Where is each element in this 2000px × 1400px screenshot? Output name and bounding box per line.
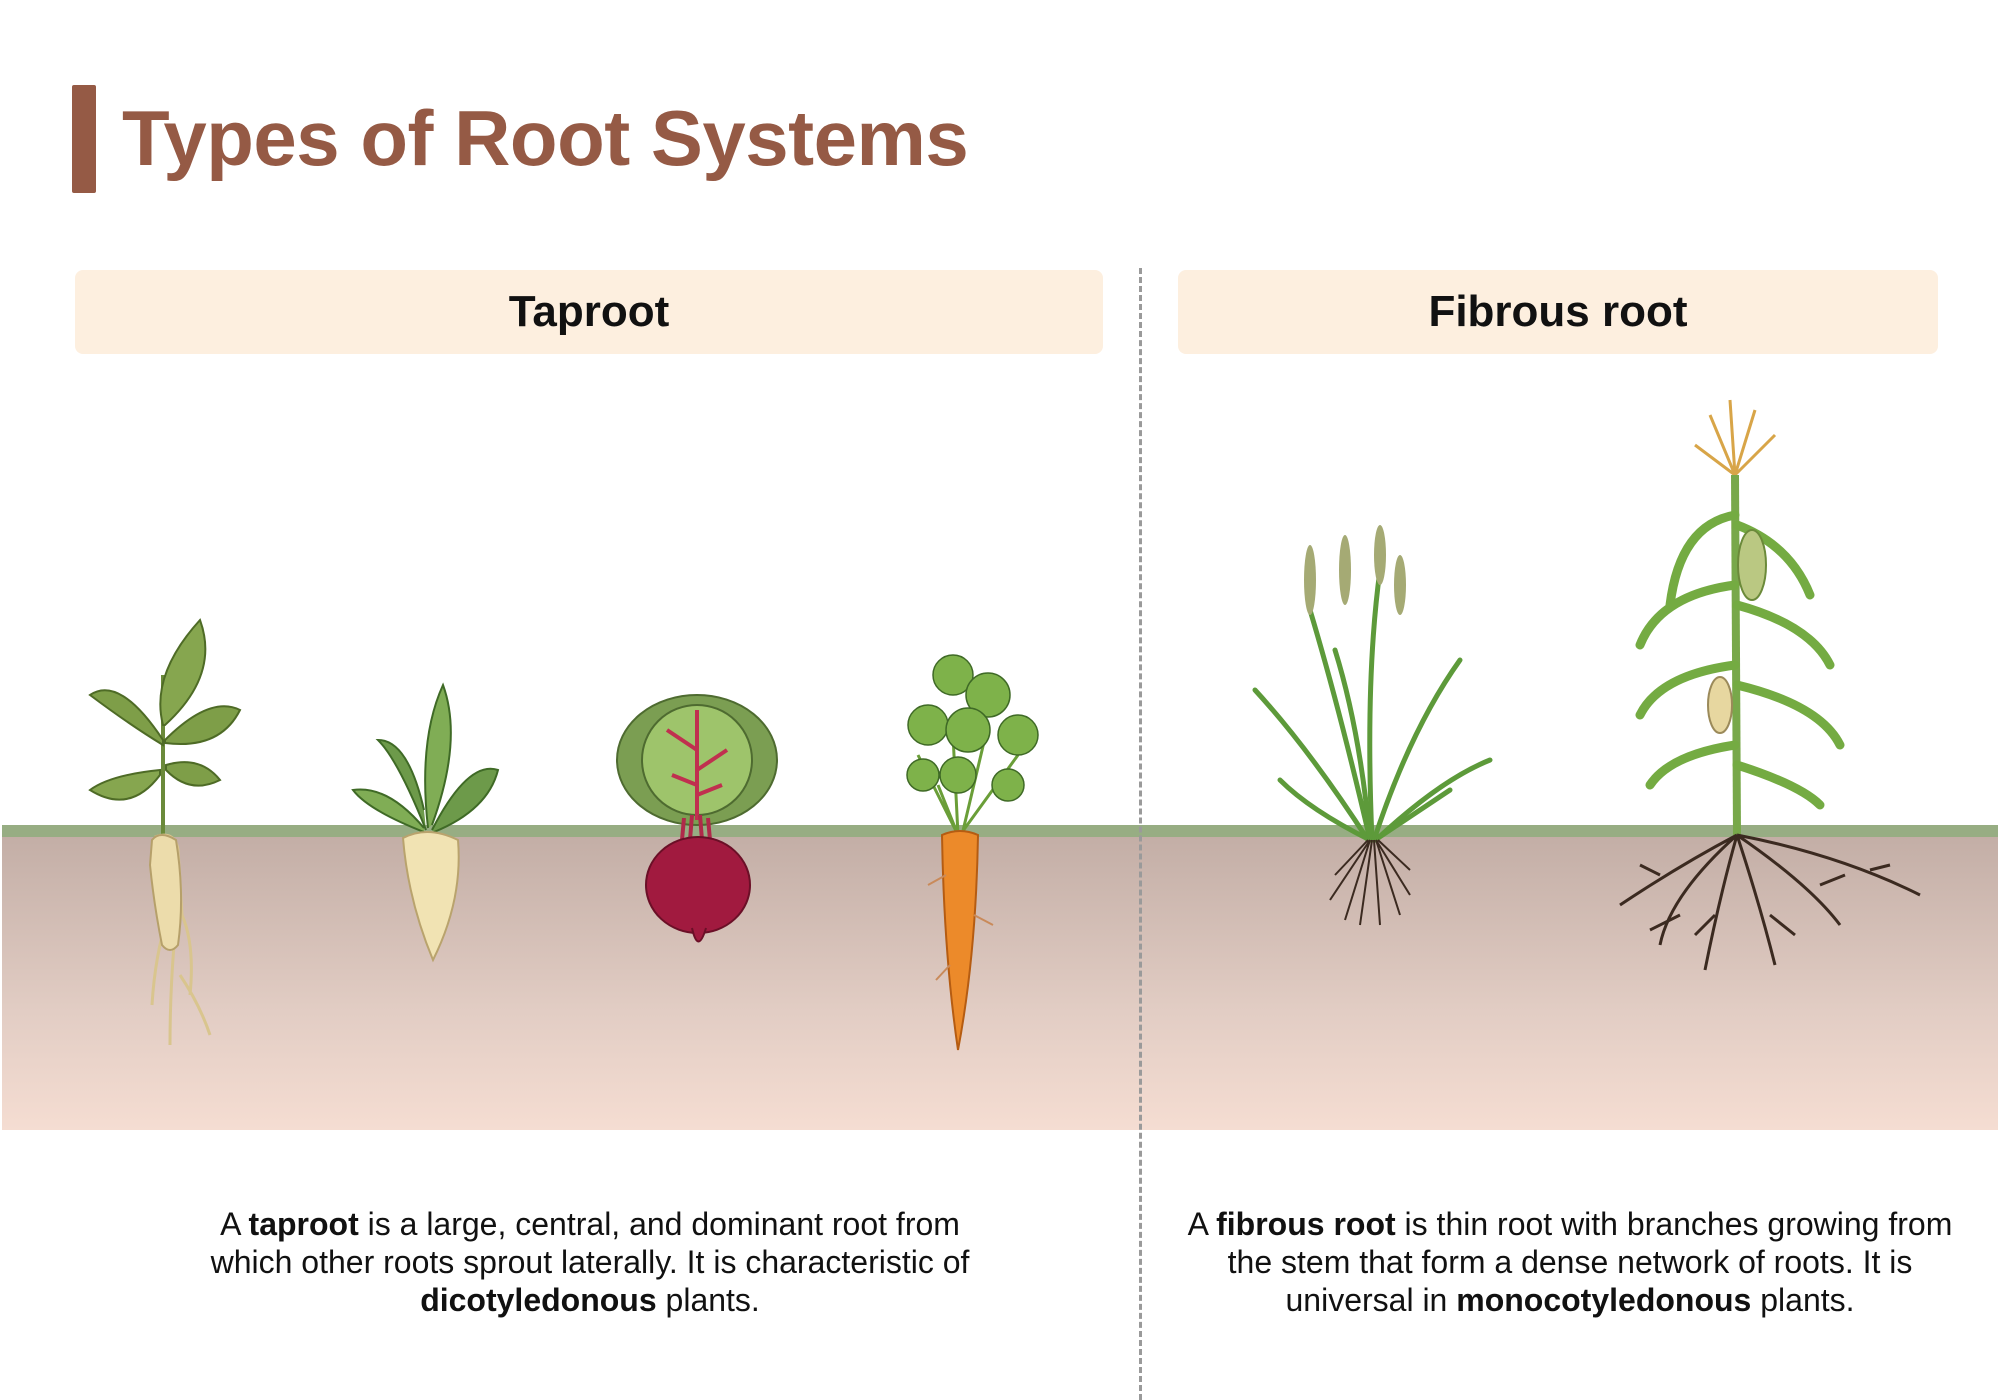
taproot-header: Taproot xyxy=(75,270,1103,354)
taproot-desc-term: taproot xyxy=(248,1206,359,1242)
taproot-desc-term2: dicotyledonous xyxy=(420,1282,657,1318)
fibrous-desc-pre: A xyxy=(1187,1206,1217,1242)
fibrous-desc-mid: is thin root with branches growing from … xyxy=(1227,1206,1953,1318)
ground-line xyxy=(2,825,1998,837)
fibrous-root-description: A fibrous root is thin root with branche… xyxy=(1180,1205,1960,1319)
fibrous-desc-term2: monocotyledonous xyxy=(1456,1282,1752,1318)
fibrous-desc-term: fibrous root xyxy=(1216,1206,1396,1242)
corn-plant-icon xyxy=(1619,399,1921,971)
taproot-desc-post: plants. xyxy=(656,1282,760,1318)
carrot-plant-icon xyxy=(906,654,1039,1051)
fibrous-desc-post: plants. xyxy=(1751,1282,1855,1318)
fibrous-root-header: Fibrous root xyxy=(1178,270,1938,354)
beet-plant-icon xyxy=(616,694,778,943)
title-accent-bar xyxy=(72,85,96,193)
section-divider xyxy=(1139,268,1142,1400)
soil-band xyxy=(2,836,1998,1130)
ginseng-plant-icon xyxy=(88,618,242,1046)
page-title: Types of Root Systems xyxy=(122,94,969,182)
taproot-description: A taproot is a large, central, and domin… xyxy=(180,1205,1000,1319)
taproot-header-label: Taproot xyxy=(508,287,670,336)
taproot-desc-mid: is a large, central, and dominant root f… xyxy=(210,1206,970,1280)
taproot-desc-pre: A xyxy=(220,1206,249,1242)
grass-plant-icon xyxy=(1252,525,1493,926)
fibrous-root-header-label: Fibrous root xyxy=(1428,287,1688,336)
parsnip-plant-icon xyxy=(351,682,500,963)
